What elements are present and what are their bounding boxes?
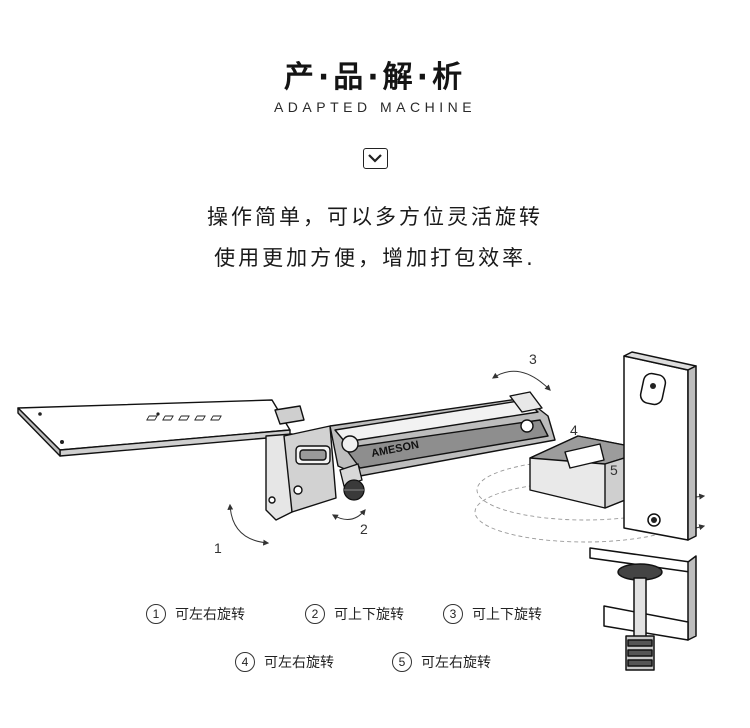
legend-item-4: 4 可左右旋转: [235, 652, 334, 672]
legend-label: 可左右旋转: [264, 655, 334, 671]
legend-item-2: 2 可上下旋转: [305, 604, 404, 624]
legend-number: 3: [443, 604, 463, 624]
legend-label: 可上下旋转: [472, 607, 542, 623]
legend-number: 1: [146, 604, 166, 624]
callout-3: 3: [529, 351, 537, 367]
callout-4: 4: [570, 422, 578, 438]
page-subtitle: ADAPTED MACHINE: [273, 99, 477, 115]
callout-1: 1: [214, 540, 222, 556]
legend-number: 5: [392, 652, 412, 672]
legend-item-1: 1 可左右旋转: [146, 604, 245, 624]
legend-label: 可上下旋转: [334, 607, 404, 623]
tension-knob: [339, 463, 365, 501]
description-line-1: 操作简单，可以多方位灵活旋转: [207, 205, 543, 229]
legend-number: 4: [235, 652, 255, 672]
callout-5: 5: [610, 462, 618, 478]
legend-label: 可左右旋转: [421, 655, 491, 671]
description-line-2: 使用更加方便，增加打包效率.: [214, 246, 536, 270]
chevron-down-icon: [368, 154, 382, 163]
legend-number: 2: [305, 604, 325, 624]
desk-clamp: [589, 547, 697, 671]
mount-column: [623, 351, 697, 541]
callout-2: 2: [360, 521, 368, 537]
monitor-arm-diagram: AMESON 1 2 3 4 5: [17, 351, 706, 671]
chevron-down-button: [363, 148, 388, 169]
page-title: 产·品·解·析: [283, 60, 467, 95]
gas-spring-arm: [329, 391, 556, 477]
tilt-bracket: [265, 405, 337, 521]
legend-label: 可左右旋转: [175, 607, 245, 623]
legend-item-5: 5 可左右旋转: [392, 652, 491, 672]
keyboard-tray: [17, 399, 291, 457]
legend-item-3: 3 可上下旋转: [443, 604, 542, 624]
